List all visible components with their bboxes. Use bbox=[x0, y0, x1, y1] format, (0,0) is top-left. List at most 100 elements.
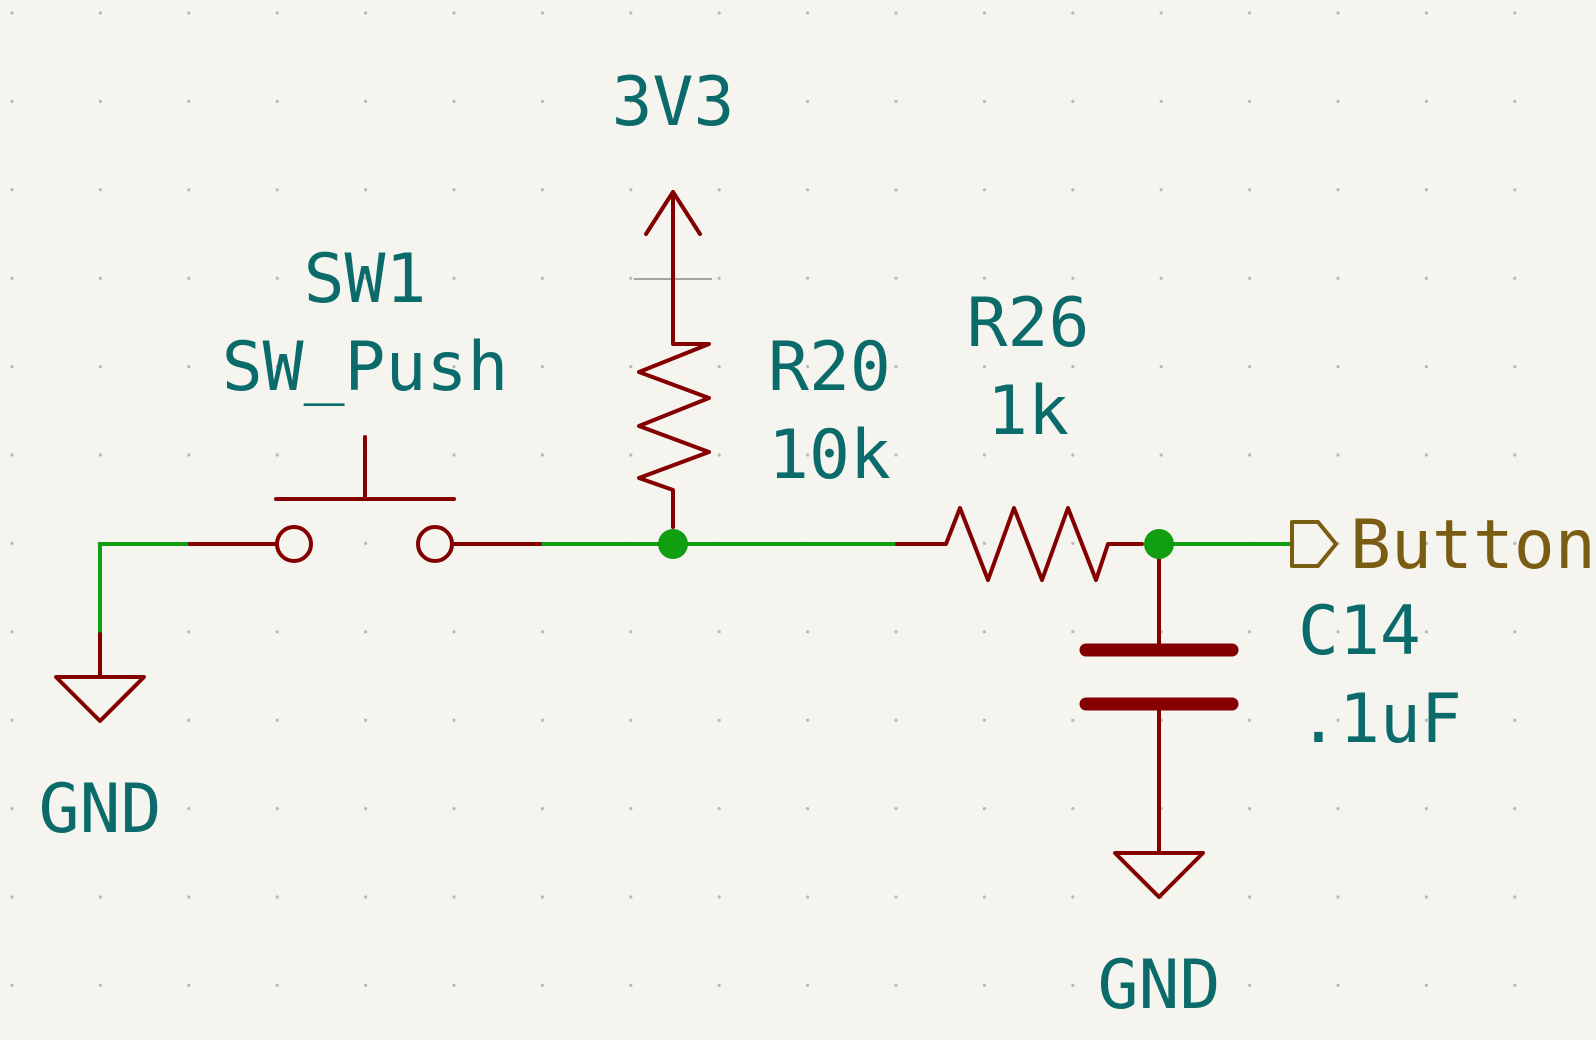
grid-dot bbox=[540, 983, 545, 988]
grid-dot bbox=[629, 365, 633, 369]
grid-dot bbox=[1513, 895, 1517, 899]
grid-dot bbox=[540, 188, 545, 192]
grid-dot bbox=[629, 630, 633, 634]
grid-dot bbox=[1248, 99, 1252, 103]
grid-dot bbox=[275, 99, 279, 103]
grid-dot bbox=[98, 807, 102, 811]
grid-dot bbox=[187, 99, 191, 103]
grid-dot bbox=[1071, 11, 1075, 15]
grid-dot bbox=[1071, 453, 1075, 457]
grid-dot bbox=[982, 718, 987, 722]
grid-dot bbox=[187, 718, 191, 722]
grid-dot bbox=[540, 718, 545, 722]
grid-dot bbox=[1424, 99, 1428, 103]
net-label-flag[interactable] bbox=[1290, 520, 1338, 568]
grid-dot bbox=[894, 188, 898, 192]
grid-dot bbox=[1513, 453, 1517, 457]
grid-dot bbox=[806, 718, 810, 722]
grid-dot bbox=[540, 365, 545, 369]
grid-dot bbox=[982, 365, 987, 369]
grid-dot bbox=[982, 807, 987, 811]
grid-dot bbox=[1071, 541, 1075, 546]
r20-symbol[interactable] bbox=[637, 328, 711, 529]
grid-dot bbox=[1424, 365, 1428, 369]
grid-dot bbox=[540, 630, 545, 634]
grid-dot bbox=[806, 99, 810, 103]
grid-dot bbox=[98, 11, 102, 15]
grid-dot bbox=[1248, 188, 1252, 192]
grid-dot bbox=[982, 541, 987, 546]
grid-dot bbox=[187, 983, 191, 988]
grid-dot bbox=[982, 188, 987, 192]
grid-dot bbox=[629, 11, 633, 15]
gnd-symbol-right[interactable] bbox=[1113, 851, 1205, 899]
grid-dot bbox=[1071, 365, 1075, 369]
grid-dot bbox=[364, 188, 368, 192]
grid-dot bbox=[1248, 895, 1252, 899]
grid-dot bbox=[1071, 718, 1075, 722]
grid-dot bbox=[806, 276, 810, 280]
grid-dot bbox=[1513, 99, 1517, 103]
wire-gnd-to-sw1[interactable] bbox=[98, 542, 192, 636]
grid-dot bbox=[364, 718, 368, 722]
grid-dot bbox=[1336, 895, 1340, 899]
grid-dot bbox=[275, 983, 279, 988]
grid-dot bbox=[1513, 188, 1517, 192]
grid-dot bbox=[98, 99, 102, 103]
grid-dot bbox=[1424, 895, 1428, 899]
r26-symbol[interactable] bbox=[895, 506, 1144, 582]
grid-dot bbox=[187, 453, 191, 457]
grid-dot bbox=[1071, 807, 1075, 811]
grid-dot bbox=[1424, 983, 1428, 988]
grid-dot bbox=[98, 895, 102, 899]
grid-dot bbox=[717, 276, 721, 280]
grid-dot bbox=[452, 99, 456, 103]
gnd-symbol-left[interactable] bbox=[54, 632, 146, 723]
grid-dot bbox=[275, 365, 279, 369]
grid-dot bbox=[1424, 11, 1428, 15]
grid-dot bbox=[1424, 188, 1428, 192]
grid-dot bbox=[894, 276, 898, 280]
grid-dot bbox=[1071, 895, 1075, 899]
grid-dot bbox=[540, 276, 545, 280]
r20-value: 10k bbox=[768, 416, 891, 495]
grid-dot bbox=[364, 630, 368, 634]
grid-dot bbox=[10, 188, 14, 192]
grid-dot bbox=[1159, 99, 1163, 103]
grid-dot bbox=[10, 983, 14, 988]
grid-dot bbox=[894, 99, 898, 103]
grid-dot bbox=[275, 718, 279, 722]
junction-c14-node[interactable] bbox=[1144, 529, 1174, 559]
power-3v3-label: 3V3 bbox=[612, 63, 735, 142]
grid-dot bbox=[806, 983, 810, 988]
grid-dot bbox=[894, 11, 898, 15]
grid-dot bbox=[452, 11, 456, 15]
grid-dot bbox=[187, 365, 191, 369]
grid-dot bbox=[717, 11, 721, 15]
grid-dot bbox=[1424, 630, 1428, 634]
grid-dot bbox=[187, 807, 191, 811]
grid-dot bbox=[1071, 983, 1075, 988]
grid-dot bbox=[98, 365, 102, 369]
grid-dot bbox=[1513, 541, 1517, 546]
grid-dot bbox=[1071, 630, 1075, 634]
grid-dot bbox=[364, 99, 368, 103]
grid-dot bbox=[10, 630, 14, 634]
grid-dot bbox=[364, 807, 368, 811]
grid-dot bbox=[452, 718, 456, 722]
grid-dot bbox=[98, 453, 102, 457]
power-3v3-symbol[interactable] bbox=[644, 190, 702, 332]
c14-symbol[interactable] bbox=[1079, 542, 1239, 855]
junction-r20-node[interactable] bbox=[658, 529, 688, 559]
grid-dot bbox=[629, 807, 633, 811]
grid-dot bbox=[1248, 983, 1252, 988]
grid-dot bbox=[364, 541, 368, 546]
grid-dot bbox=[1336, 99, 1340, 103]
grid-dot bbox=[717, 807, 721, 811]
grid-dot bbox=[1248, 365, 1252, 369]
grid-dot bbox=[1159, 983, 1163, 988]
grid-dot bbox=[1513, 365, 1517, 369]
sw1-symbol[interactable] bbox=[188, 435, 542, 563]
grid-dot bbox=[452, 895, 456, 899]
